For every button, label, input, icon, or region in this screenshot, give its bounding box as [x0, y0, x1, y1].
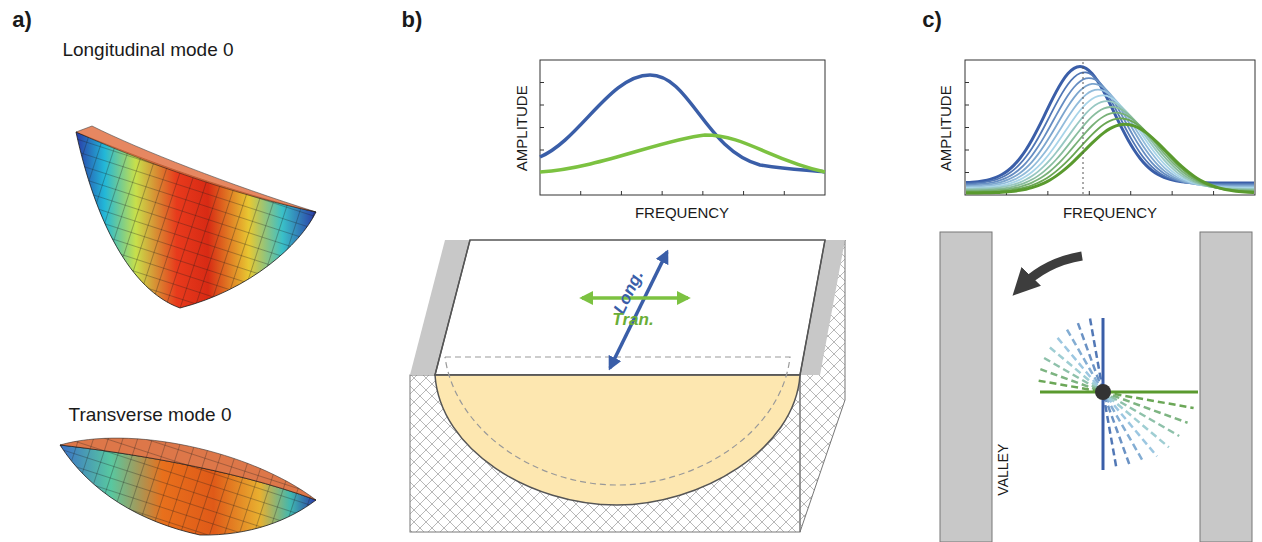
- tick: [1130, 191, 1131, 195]
- spectrum-curve: [966, 113, 1254, 191]
- direction-line: [1050, 347, 1169, 447]
- axis-ticks: [540, 83, 784, 196]
- spectrum-curve: [966, 124, 1254, 193]
- chart-frame: [540, 60, 825, 195]
- side-edge: [435, 240, 470, 375]
- rotation-fan: [1039, 318, 1194, 468]
- axis-label: AMPLITUDE: [514, 85, 531, 171]
- tick: [702, 191, 703, 195]
- tick: [1213, 191, 1214, 195]
- spectrum-curve: [966, 67, 1254, 183]
- tick: [662, 191, 663, 195]
- tick: [965, 82, 969, 83]
- rotation-arrow: [1020, 256, 1082, 288]
- transverse-curve: [540, 135, 825, 172]
- block-front: [410, 375, 800, 532]
- mesh-top: [60, 438, 316, 500]
- sediment-fill: [435, 375, 800, 505]
- panel-letter: a): [12, 8, 32, 32]
- mode-title: Transverse mode 0: [69, 405, 232, 426]
- direction-line: [1058, 338, 1157, 456]
- tick: [540, 82, 544, 83]
- longitudinal-mesh: [76, 126, 316, 308]
- mesh-body: [76, 132, 316, 308]
- longitudinal-arrow: [610, 252, 667, 368]
- rotated-curves: [966, 67, 1254, 193]
- valley-wall: [940, 232, 992, 542]
- chart-c: [965, 60, 1255, 195]
- longitudinal-curve: [540, 75, 825, 172]
- tick: [1047, 191, 1048, 195]
- tick: [965, 150, 969, 151]
- tick: [540, 150, 544, 151]
- direction-line: [1044, 358, 1179, 436]
- direction-label: Tran.: [612, 311, 653, 330]
- axis-label: FREQUENCY: [635, 205, 729, 222]
- direction-line: [1040, 369, 1187, 423]
- mesh-grid: [60, 438, 316, 500]
- spectrum-curve: [966, 90, 1254, 187]
- tick: [580, 191, 581, 195]
- tick: [540, 127, 544, 128]
- spectrum-curve: [966, 84, 1254, 186]
- tick: [621, 191, 622, 195]
- tick: [965, 172, 969, 173]
- valley-block: [410, 240, 845, 532]
- direction-line: [1067, 330, 1144, 463]
- transverse-mesh: [60, 438, 316, 535]
- tick: [743, 191, 744, 195]
- station-dot: [1095, 384, 1111, 400]
- tick: [1089, 191, 1090, 195]
- tick: [540, 105, 544, 106]
- rotation-dial: [940, 232, 1252, 542]
- axis-label: FREQUENCY: [1063, 205, 1157, 222]
- side-edge: [800, 240, 825, 375]
- transverse-direction: [1040, 391, 1198, 394]
- front-edge: [435, 375, 800, 376]
- tick: [784, 191, 785, 195]
- chart-frame: [965, 60, 1255, 195]
- panel-letter: b): [402, 8, 423, 32]
- valley-wall: [1200, 232, 1252, 542]
- spectrum-curve: [966, 95, 1254, 188]
- valley-label: VALLEY: [996, 444, 1011, 496]
- chart-b: [540, 60, 825, 195]
- tick: [1172, 191, 1173, 195]
- panel-letter: c): [922, 8, 942, 32]
- mode-title: Longitudinal mode 0: [62, 40, 233, 61]
- mesh-top: [76, 126, 316, 212]
- tick: [965, 127, 969, 128]
- mesh-grid: [76, 132, 316, 308]
- tick: [965, 105, 969, 106]
- axis-label: AMPLITUDE: [938, 85, 955, 171]
- reference-line: [1083, 62, 1084, 194]
- hidden-outline: [445, 357, 790, 485]
- direction-line: [1039, 381, 1194, 408]
- sediment-surface: [435, 240, 825, 375]
- spectrum-curve: [966, 107, 1254, 190]
